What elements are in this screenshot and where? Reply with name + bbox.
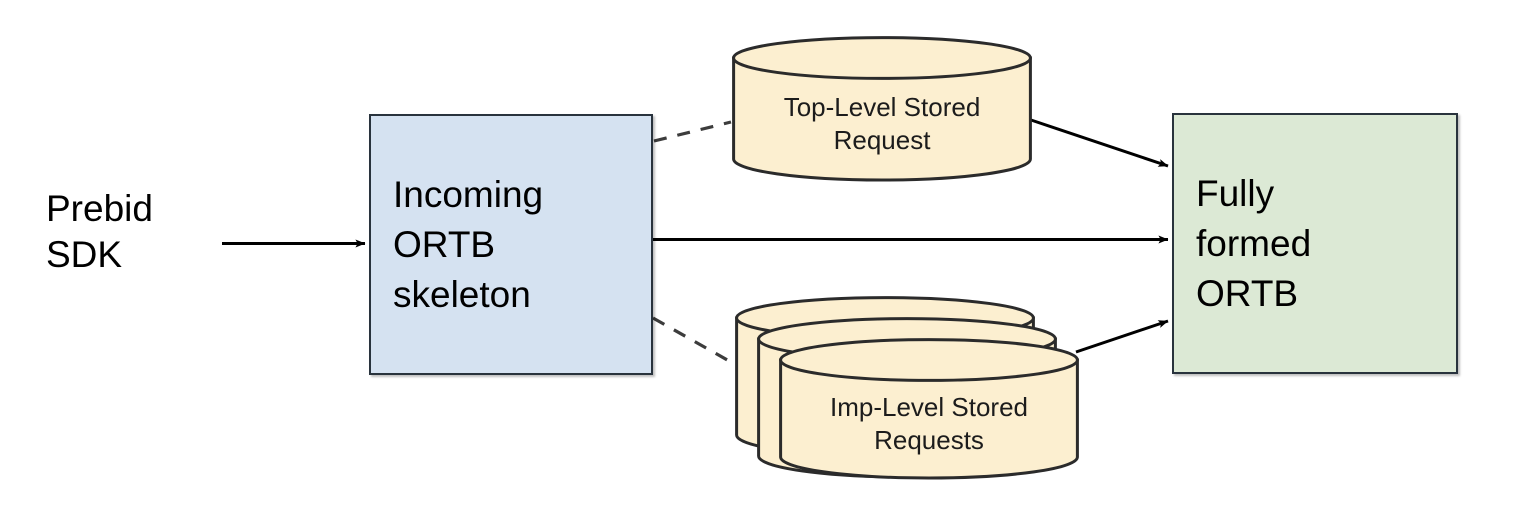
edge-top-level-to-output: [1030, 118, 1169, 168]
node-fully-formed-ortb[interactable]: Fully formed ORTB: [1172, 113, 1458, 374]
cylinder-shape: [732, 36, 1032, 182]
edge-imp-level-to-output: [1075, 319, 1169, 354]
node-imp-level-stored-requests-label: Imp-Level Stored Requests: [830, 392, 1028, 455]
edge-incoming-to-top-level: [653, 120, 732, 143]
node-top-level-stored-request-label: Top-Level Stored Request: [783, 92, 981, 155]
node-imp-level-stored-requests[interactable]: Imp-Level Stored Requests: [735, 296, 1080, 480]
cylinder-stack-shape: [735, 296, 1079, 480]
node-prebid-sdk: Prebid SDK: [46, 188, 153, 275]
node-top-level-stored-request[interactable]: Top-Level Stored Request: [732, 36, 1032, 182]
node-incoming-ortb-skeleton-label: Incoming ORTB skeleton: [393, 173, 544, 315]
node-fully-formed-ortb-label: Fully formed ORTB: [1196, 172, 1312, 314]
edge-incoming-to-imp-level: [652, 316, 739, 368]
node-incoming-ortb-skeleton[interactable]: Incoming ORTB skeleton: [369, 114, 653, 375]
